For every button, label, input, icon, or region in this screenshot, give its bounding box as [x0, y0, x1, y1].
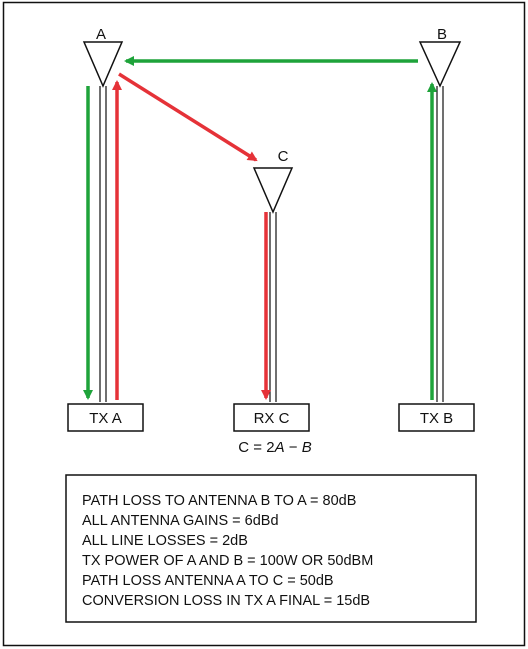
tx-a-box: TX A	[67, 403, 144, 432]
antenna-b-triangle	[418, 41, 462, 88]
feed-line-c	[269, 212, 277, 402]
antenna-c-label: C	[278, 148, 289, 165]
mixing-equation: C = 2A − B	[238, 439, 311, 456]
note-line: TX POWER OF A AND B = 100W OR 50dBM	[82, 553, 373, 569]
antenna-b: B	[418, 26, 462, 88]
rx-c-label: RX C	[254, 410, 290, 427]
antenna-a-triangle	[82, 41, 124, 88]
rx-c-box: RX C	[233, 403, 310, 432]
antenna-c-triangle	[252, 167, 294, 214]
arrow-a-to-c	[118, 72, 258, 162]
antenna-c: C	[252, 148, 294, 214]
tx-b-box: TX B	[398, 403, 475, 432]
antenna-a: A	[82, 26, 124, 88]
note-line: PATH LOSS TO ANTENNA B TO A = 80dB	[82, 493, 356, 509]
feed-line-a	[99, 86, 107, 402]
note-line: ALL ANTENNA GAINS = 6dBd	[82, 513, 279, 529]
antenna-b-label: B	[437, 26, 447, 43]
tx-b-label: TX B	[420, 410, 453, 427]
note-line: ALL LINE LOSSES = 2dB	[82, 533, 248, 549]
antenna-a-label: A	[96, 26, 106, 43]
feed-line-b	[436, 86, 444, 402]
tx-a-label: TX A	[89, 410, 122, 427]
note-line: CONVERSION LOSS IN TX A FINAL = 15dB	[82, 593, 370, 609]
note-line: PATH LOSS ANTENNA A TO C = 50dB	[82, 573, 334, 589]
notes-box: PATH LOSS TO ANTENNA B TO A = 80dB ALL A…	[65, 474, 477, 623]
